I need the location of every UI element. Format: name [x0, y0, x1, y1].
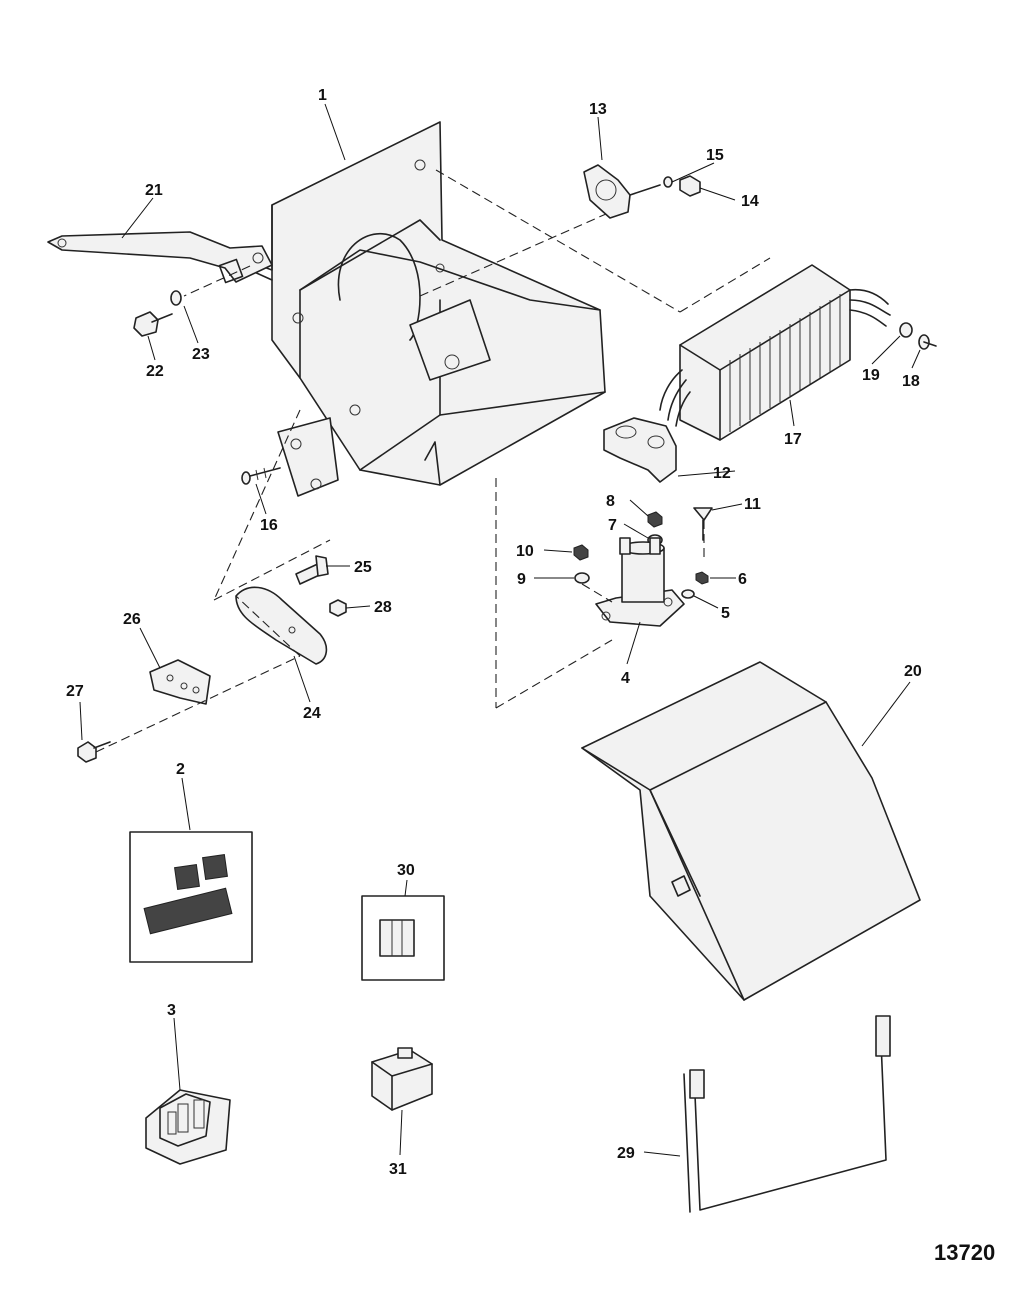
nut-8 [647, 511, 663, 528]
washer-15 [663, 176, 673, 188]
regulator-17 [659, 264, 891, 441]
callout-29: 29 [617, 1145, 635, 1162]
callout-17: 17 [784, 431, 802, 448]
plate-24 [235, 586, 328, 665]
decal-kit-2 [129, 831, 253, 963]
side-plate [277, 417, 339, 497]
callout-5: 5 [721, 605, 730, 622]
callout-30: 30 [397, 862, 415, 879]
callout-7: 7 [608, 517, 617, 534]
callout-24: 24 [303, 705, 321, 722]
callout-26: 26 [123, 611, 141, 628]
nut-10 [573, 544, 589, 561]
screw-11 [693, 507, 713, 541]
lever-arm [47, 231, 273, 284]
bolt-14 [679, 175, 701, 197]
terminal-cover-12 [603, 417, 677, 483]
drawing-number: 13720 [934, 1240, 995, 1265]
callout-1: 1 [318, 87, 327, 104]
callout-15: 15 [706, 147, 724, 164]
callout-12: 12 [713, 465, 731, 482]
callout-10: 10 [516, 543, 534, 560]
callout-27: 27 [66, 683, 84, 700]
callout-3: 3 [167, 1002, 176, 1019]
callout-18: 18 [902, 373, 920, 390]
callout-11: 11 [744, 496, 761, 513]
callout-31: 31 [389, 1161, 407, 1178]
callout-2: 2 [176, 761, 185, 778]
callout-16: 16 [260, 517, 278, 534]
callout-25: 25 [354, 559, 372, 576]
assembly-lines [95, 169, 771, 753]
fuse-kit-30 [361, 895, 445, 981]
callout-28: 28 [374, 599, 392, 616]
switch-13 [583, 164, 661, 219]
screw-16 [241, 467, 281, 485]
leader-lines [79, 103, 921, 1157]
solenoid-4 [595, 537, 685, 627]
callout-8: 8 [606, 493, 615, 510]
bolt-22 [133, 311, 173, 337]
regulator-fins [729, 294, 841, 432]
washer-23 [170, 290, 182, 306]
relay-31 [371, 1047, 433, 1111]
bracket-26 [149, 659, 211, 705]
connector-block-3 [145, 1089, 231, 1165]
callout-20: 20 [904, 663, 922, 680]
washer-9 [574, 572, 590, 584]
bolt-25 [295, 555, 329, 585]
callout-21: 21 [145, 182, 163, 199]
callout-23: 23 [192, 346, 210, 363]
cover-20 [581, 661, 921, 1001]
washer-5 [681, 589, 695, 599]
strap-29 [683, 1015, 891, 1213]
callout-6: 6 [738, 571, 747, 588]
callout-19: 19 [862, 367, 880, 384]
nut-28 [329, 599, 347, 617]
washer-19 [899, 322, 913, 338]
screw-18 [918, 334, 937, 350]
callout-22: 22 [146, 363, 164, 380]
callout-9: 9 [517, 571, 526, 588]
callout-labels: 1 2 3 4 5 6 7 8 9 10 11 12 13 14 15 16 1… [66, 87, 922, 1178]
callout-4: 4 [621, 670, 630, 687]
callout-14: 14 [741, 193, 759, 210]
nut-6 [695, 571, 709, 585]
bolt-27 [77, 741, 111, 763]
mounting-bracket [249, 121, 606, 486]
callout-13: 13 [589, 101, 607, 118]
